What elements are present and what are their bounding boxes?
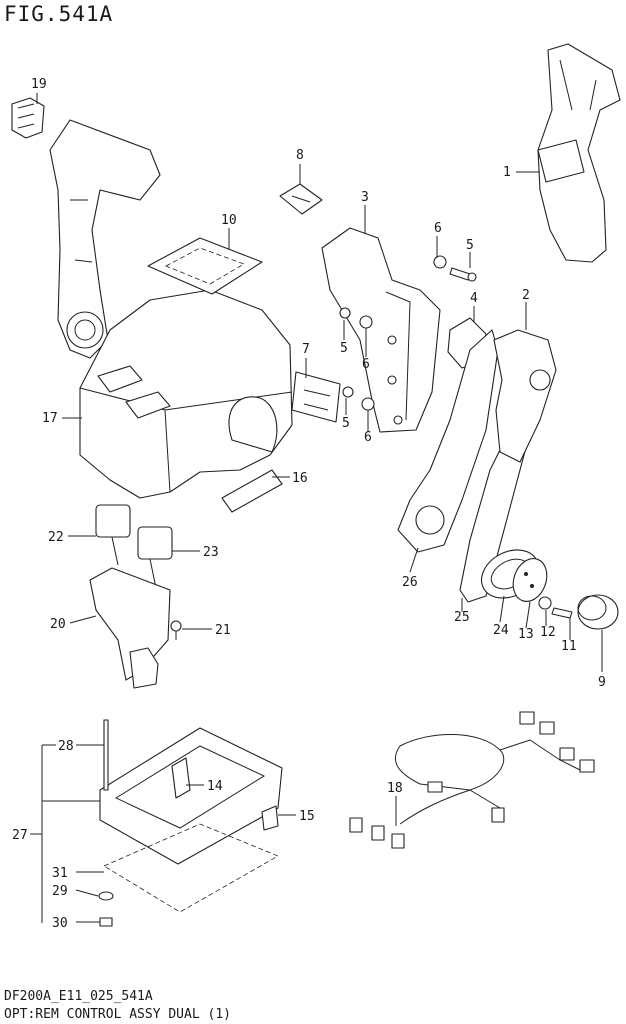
callout-28: 28 [58,739,74,754]
callout-labels: 19 8 1 3 10 6 5 2 4 5 7 6 17 5 6 16 22 2… [12,77,606,931]
part-26-lever-arm [397,329,499,553]
callout-9: 9 [598,675,606,690]
part-25-lever-arm [459,429,529,603]
callout-21: 21 [215,623,231,638]
callout-5-top: 5 [466,238,474,253]
callout-4: 4 [470,291,478,306]
callout-29: 29 [52,884,68,899]
callout-31: 31 [52,866,68,881]
callout-3: 3 [361,190,369,205]
part-9-cap [577,594,619,630]
callout-8: 8 [296,148,304,163]
callout-18: 18 [387,781,403,796]
callout-22: 22 [48,530,64,545]
callout-6-top: 6 [434,221,442,236]
part-3-housing-frame [321,227,487,433]
part-7-bracket [291,371,341,423]
part-1-remote-control-lever [537,43,621,263]
part-19-plug [11,97,45,139]
callout-16: 16 [292,471,308,486]
callout-27: 27 [12,828,28,843]
callout-1: 1 [503,165,511,180]
callout-7: 7 [302,342,310,357]
callout-5-mid: 5 [340,341,348,356]
callout-19: 19 [31,77,47,92]
callout-23: 23 [203,545,219,560]
leader-lines [30,93,603,923]
part-10-plate [147,237,263,295]
part-18-wire-harness [349,711,595,849]
callout-30: 30 [52,916,68,931]
part-11-12-screw-washer [538,596,573,619]
callout-13: 13 [518,627,534,642]
part-8-sticker [279,183,323,215]
callout-11: 11 [561,639,577,654]
callout-6-low: 6 [364,430,372,445]
callout-14: 14 [207,779,223,794]
callout-15: 15 [299,809,315,824]
callout-24: 24 [493,623,509,638]
part-2-lever-plate [493,329,557,463]
callout-26: 26 [402,575,418,590]
callout-17: 17 [42,411,58,426]
callout-10: 10 [221,213,237,228]
part-13-disc [512,558,548,602]
callout-2: 2 [522,288,530,303]
callout-6-mid: 6 [362,357,370,372]
callout-5-low: 5 [342,416,350,431]
callout-25: 25 [454,610,470,625]
part-16-cover [221,469,283,513]
part-17-control-housing [49,119,293,499]
callout-20: 20 [50,617,66,632]
callout-12: 12 [540,625,556,640]
figure-title: FIG.541A [4,2,114,26]
part-20-wiring-bracket [89,504,182,689]
diagram-code: DF200A_E11_025_541A [4,989,153,1004]
diagram-caption: OPT:REM CONTROL ASSY DUAL (1) [4,1007,231,1022]
part-27-base-assembly [98,719,283,927]
